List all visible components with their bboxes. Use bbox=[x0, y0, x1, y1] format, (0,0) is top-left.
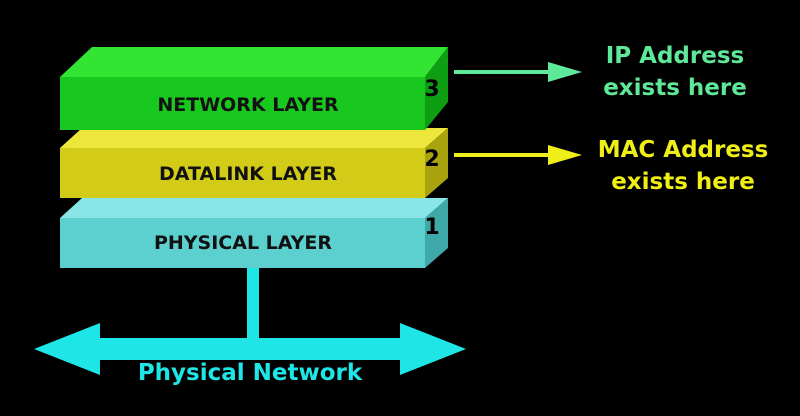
mac-arrow-head bbox=[548, 145, 582, 165]
double-arrow-icon bbox=[34, 323, 466, 375]
datalink-layer-block: DATALINK LAYER 2 bbox=[60, 128, 448, 198]
physical-layer-block: PHYSICAL LAYER 1 bbox=[60, 198, 448, 268]
physical-layer-label: PHYSICAL LAYER bbox=[154, 232, 332, 254]
datalink-layer-side bbox=[425, 128, 448, 198]
network-double-arrow bbox=[34, 323, 466, 375]
network-layer-top bbox=[60, 47, 448, 77]
physical-connector bbox=[247, 268, 259, 348]
ip-arrow-head bbox=[548, 62, 582, 82]
network-layer-label: NETWORK LAYER bbox=[157, 94, 339, 116]
physical-layer-front bbox=[60, 218, 425, 268]
ip-address-note-line2: exists here bbox=[603, 75, 747, 101]
network-layer-number: 3 bbox=[424, 77, 439, 102]
datalink-layer-front bbox=[60, 148, 425, 198]
arrow-right-icon bbox=[454, 145, 582, 165]
mac-arrow-shaft bbox=[454, 153, 556, 157]
network-layer-side bbox=[425, 47, 448, 130]
arrow-right-icon bbox=[454, 62, 582, 82]
physical-layer-side bbox=[425, 198, 448, 268]
datalink-layer-label: DATALINK LAYER bbox=[159, 163, 337, 185]
ip-arrow-shaft bbox=[454, 70, 556, 74]
physical-layer-top bbox=[60, 198, 448, 218]
ip-address-note-line1: IP Address bbox=[606, 43, 744, 69]
network-layer-front bbox=[60, 77, 425, 130]
physical-layer-number: 1 bbox=[424, 215, 439, 240]
datalink-layer-number: 2 bbox=[424, 147, 439, 172]
mac-address-note-line2: exists here bbox=[611, 169, 755, 195]
mac-address-note-line1: MAC Address bbox=[598, 137, 769, 163]
datalink-layer-top bbox=[60, 128, 448, 148]
physical-network-label: Physical Network bbox=[138, 360, 363, 386]
network-layer-block: NETWORK LAYER 3 bbox=[60, 47, 448, 130]
